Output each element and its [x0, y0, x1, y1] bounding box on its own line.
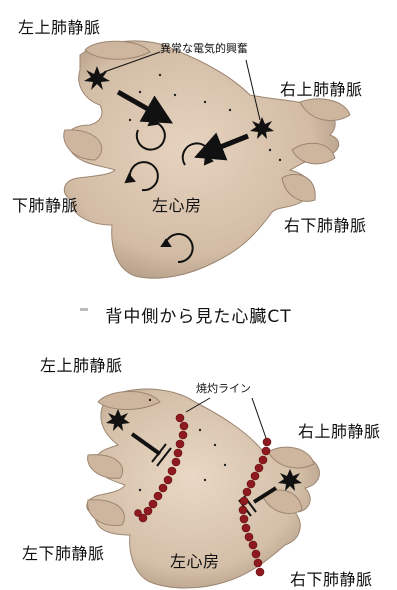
label-left-superior-pv: 左上肺静脈: [40, 352, 123, 376]
label-inferior-pv: 下肺静脈: [12, 192, 78, 216]
label-left-superior-pv: 左上肺静脈: [18, 14, 101, 38]
label-right-inferior-pv: 右下肺静脈: [290, 566, 373, 590]
label-ablation-line: 焼灼ライン: [196, 380, 251, 396]
label-right-inferior-pv: 右下肺静脈: [284, 212, 367, 236]
label-right-superior-pv: 右上肺静脈: [280, 76, 363, 100]
label-left-atrium: 左心房: [152, 192, 202, 216]
label-right-superior-pv: 右上肺静脈: [298, 418, 381, 442]
figure-caption: 背中側から見た心臓CT: [0, 302, 397, 327]
label-left-atrium: 左心房: [170, 548, 220, 572]
label-left-inferior-pv: 左下肺静脈: [22, 540, 105, 564]
label-ectopic-excitation: 異常な電気的興奮: [160, 40, 248, 56]
top-figure: 左上肺静脈 異常な電気的興奮 右上肺静脈 下肺静脈 左心房 右下肺静脈: [0, 0, 397, 300]
bottom-figure: 左上肺静脈 焼灼ライン 右上肺静脈 左下肺静脈 左心房 右下肺静脈: [0, 340, 397, 590]
